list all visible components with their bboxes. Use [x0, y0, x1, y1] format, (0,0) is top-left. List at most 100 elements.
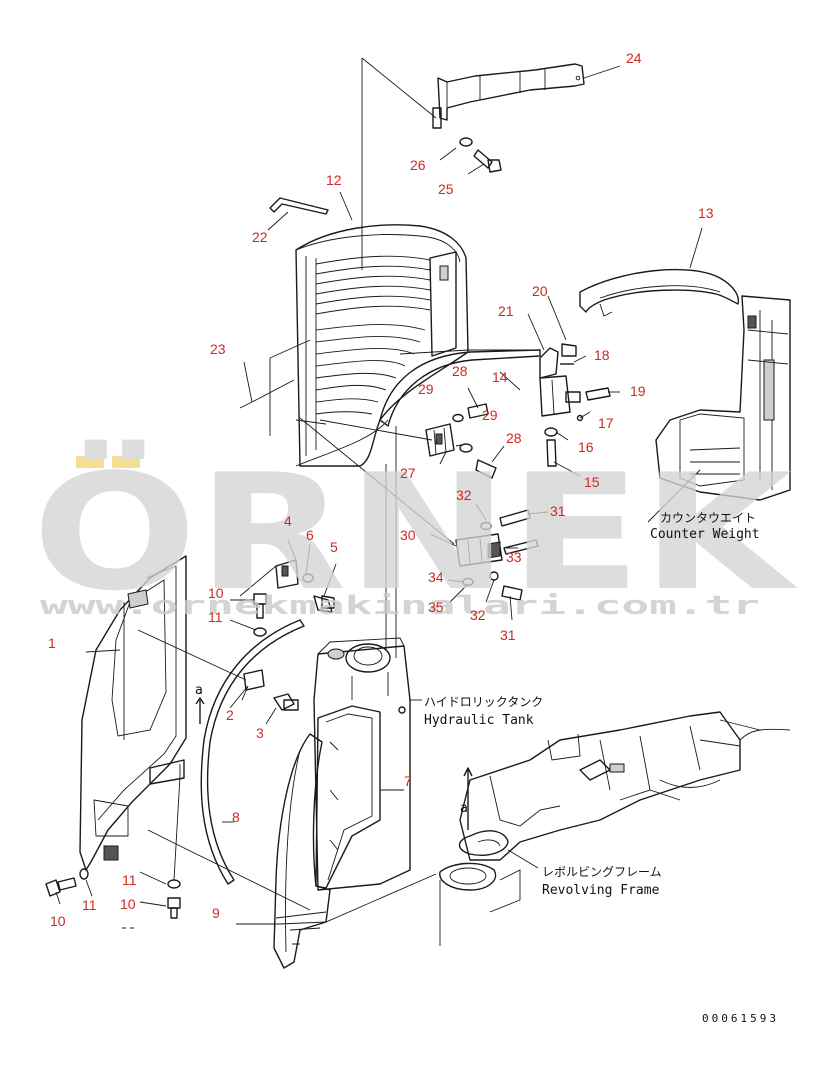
callout-28b: 28 — [506, 430, 522, 446]
callout-16: 16 — [578, 439, 594, 455]
part-20-clip — [561, 343, 577, 357]
callout-10a: 10 — [208, 585, 224, 601]
line-art — [45, 57, 791, 969]
callout-15: 15 — [584, 474, 600, 490]
callout-7: 7 — [404, 773, 412, 789]
part-3-bolt — [273, 693, 299, 711]
label-counterweight-en: Counter Weight — [650, 527, 760, 542]
callout-5: 5 — [330, 539, 338, 555]
view-arrow-2 — [463, 767, 473, 830]
part-4-bracket — [275, 559, 299, 589]
part-5-bolt — [313, 595, 335, 613]
label-revolving-frame-jp: レボルビングフレーム — [542, 865, 662, 879]
part-10-bolt-left — [45, 877, 77, 897]
callout-9: 9 — [212, 905, 220, 921]
callout-18: 18 — [594, 347, 610, 363]
callout-17: 17 — [598, 415, 614, 431]
part-14-hinge — [539, 375, 571, 417]
part-31-bolt — [499, 509, 531, 527]
support-arm — [379, 349, 541, 427]
callout-30: 30 — [400, 527, 416, 543]
part-29-washer — [452, 413, 464, 423]
callout-32a: 32 — [456, 487, 472, 503]
callout-31a: 31 — [550, 503, 566, 519]
part-33-rod — [503, 539, 539, 555]
callouts: 24 26 25 12 22 13 20 21 18 23 28 14 19 2… — [48, 50, 714, 929]
part-32-washer — [480, 521, 492, 531]
labels: カウンタウエイト Counter Weight ハイドロリックタンク Hydra… — [195, 511, 779, 1025]
callout-33: 33 — [506, 549, 522, 565]
part-26-washer — [459, 137, 473, 147]
callout-13: 13 — [698, 205, 714, 221]
callout-32b: 32 — [470, 607, 486, 623]
part-10-bolt-top — [253, 593, 267, 619]
callout-14: 14 — [492, 369, 508, 385]
callout-11c: 11 — [82, 897, 97, 913]
callout-6: 6 — [306, 527, 314, 543]
part-30-latch — [455, 533, 503, 567]
drawing-code: 00061593 — [702, 1012, 779, 1025]
label-view-a-1: a — [195, 683, 203, 698]
revolving-frame — [439, 711, 791, 913]
part-31-bolt-b — [501, 585, 523, 601]
part-17-nut — [576, 414, 584, 422]
callout-27: 27 — [400, 465, 416, 481]
callout-8: 8 — [232, 809, 240, 825]
view-arrow-1 — [195, 697, 205, 724]
callout-10c: 10 — [50, 913, 66, 929]
callout-11b: 11 — [122, 872, 137, 888]
callout-19: 19 — [630, 383, 646, 399]
callout-12: 12 — [326, 172, 342, 188]
part-24-bracket — [432, 63, 585, 129]
watermark-accent-2 — [112, 456, 140, 468]
callout-35: 35 — [428, 599, 444, 615]
part-29-bolt — [467, 403, 489, 419]
callout-29a: 29 — [418, 381, 434, 397]
callout-3: 3 — [256, 725, 264, 741]
watermark-brand: ÖRNEK — [32, 438, 798, 626]
callout-24: 24 — [626, 50, 642, 66]
label-counterweight-jp: カウンタウエイト — [660, 511, 756, 525]
upper-fasteners — [452, 403, 497, 479]
part-6-washer — [302, 573, 314, 583]
hinge-cluster — [539, 343, 611, 467]
callout-31b: 31 — [500, 627, 516, 643]
watermark: ÖRNEK www.ornekmakinalari.com.tr — [32, 438, 798, 626]
part-10-bolt-bottom — [167, 897, 181, 919]
callout-28a: 28 — [452, 363, 468, 379]
counterweight-assembly — [655, 295, 791, 501]
callout-34: 34 — [428, 569, 444, 585]
callout-1: 1 — [48, 635, 56, 651]
callout-21: 21 — [498, 303, 514, 319]
part-8-seal — [200, 619, 305, 885]
callout-26: 26 — [410, 157, 426, 173]
leader-lines — [55, 57, 703, 946]
part-7-cover — [315, 705, 381, 889]
part-11-washer-left — [79, 868, 89, 880]
part-25-bolt — [473, 149, 502, 173]
callout-2: 2 — [226, 707, 234, 723]
callout-29b: 29 — [482, 407, 498, 423]
part-19-bolt — [585, 387, 611, 401]
callout-10b: 10 — [120, 896, 136, 912]
part-21-pin — [539, 347, 559, 379]
part-22-rod — [269, 197, 329, 215]
label-hydraulic-tank-en: Hydraulic Tank — [424, 713, 534, 728]
callout-22: 22 — [252, 229, 268, 245]
part-11-washer-top — [253, 627, 267, 637]
hydraulic-tank — [313, 637, 411, 891]
callout-4: 4 — [284, 513, 292, 529]
part-9-panel — [273, 733, 331, 969]
part-13-cover — [579, 268, 740, 317]
part-11-washer-bottom — [167, 879, 181, 889]
callout-25: 25 — [438, 181, 454, 197]
part-2-clip — [243, 669, 265, 691]
callout-11a: 11 — [208, 609, 223, 625]
label-revolving-frame-en: Revolving Frame — [542, 883, 660, 898]
label-hydraulic-tank-jp: ハイドロリックタンク — [424, 695, 543, 709]
label-view-a-2: a — [460, 801, 468, 816]
part-28-bolt — [475, 459, 497, 479]
part-12-grille-door — [295, 224, 469, 467]
watermark-accent-1 — [76, 456, 104, 468]
